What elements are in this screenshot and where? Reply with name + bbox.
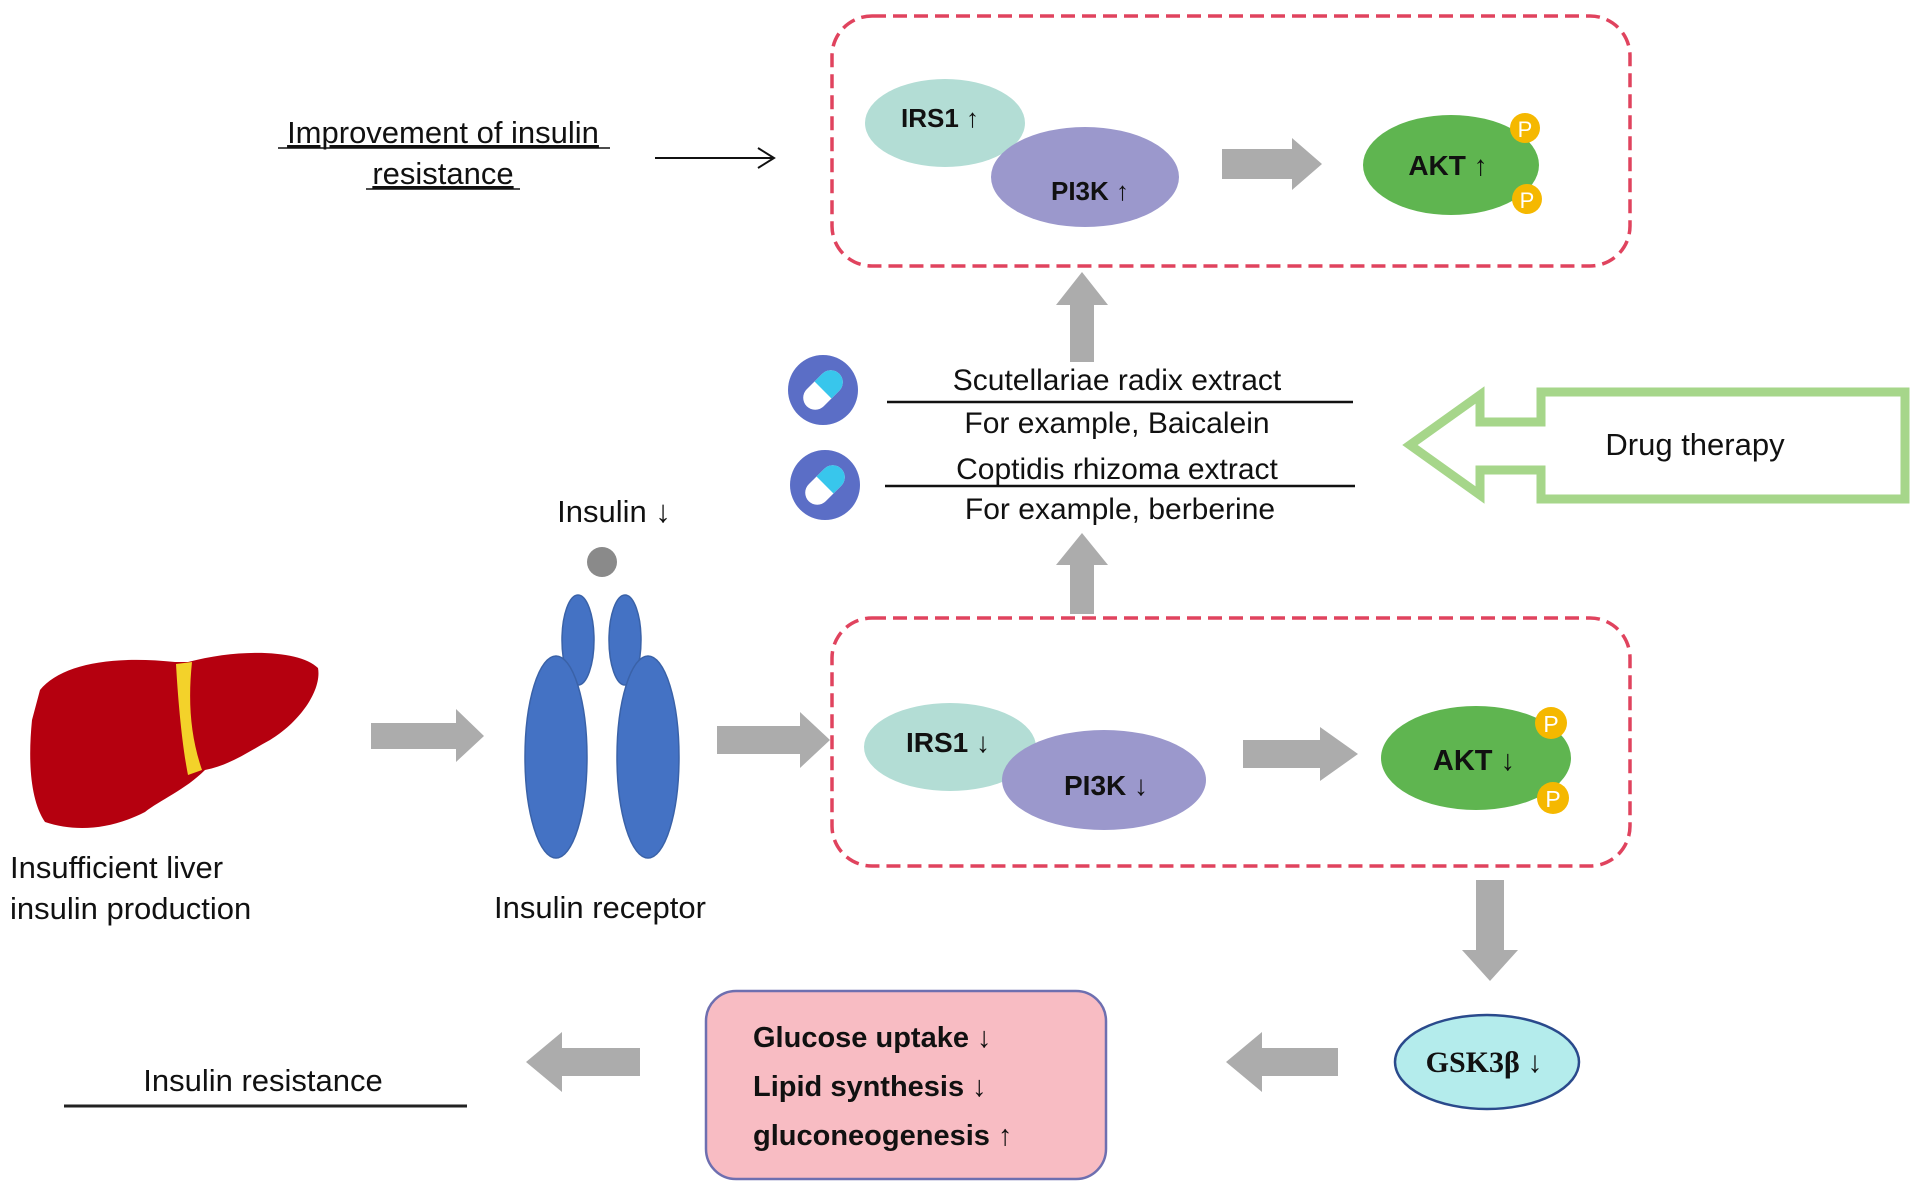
gray-arrow-right (717, 712, 830, 768)
pi3k-up-node (991, 127, 1179, 227)
gray-arrow-up-to-drugs (1056, 533, 1108, 614)
outcome-label: Insulin resistance (143, 1063, 383, 1098)
drug-example-2: For example, berberine (965, 493, 1275, 526)
insulin-label: Insulin ↓ (557, 494, 671, 529)
gray-arrow-right (371, 709, 484, 762)
improvement-label: Improvement of insulin resistance (278, 115, 610, 191)
svg-text:P: P (1545, 786, 1560, 812)
pi3k-down-label: PI3K ↓ (1064, 770, 1148, 801)
impaired-pathway-box: IRS1 ↓ PI3K ↓ AKT ↓ P P (830, 616, 1632, 868)
thin-arrow-right (655, 147, 776, 169)
akt-up-node (1363, 115, 1539, 215)
pi3k-up-label: PI3K ↑ (1051, 176, 1129, 206)
effect-item: Lipid synthesis ↓ (753, 1071, 987, 1103)
drug-item: Coptidis rhizoma extract For example, be… (790, 450, 1355, 526)
phospho-badge: P (1537, 782, 1569, 814)
gsk3b-label: GSK3β ↓ (1426, 1046, 1543, 1079)
gray-arrow-left (526, 1032, 640, 1092)
hollow-arrow-left-icon (1402, 386, 1910, 504)
phospho-badge: P (1535, 707, 1567, 739)
akt-up-label: AKT ↑ (1408, 150, 1487, 181)
irs1-down-label: IRS1 ↓ (906, 727, 990, 758)
drug-example-1: For example, Baicalein (964, 407, 1269, 440)
insulin-receptor-icon (524, 594, 680, 859)
svg-text:P: P (1543, 711, 1558, 737)
phospho-badge: P (1512, 184, 1542, 214)
irs1-up-node (865, 79, 1025, 167)
gray-arrow-left (1226, 1032, 1338, 1092)
metabolic-effects-box: Glucose uptake ↓ Lipid synthesis ↓ gluco… (704, 989, 1108, 1181)
akt-down-node (1381, 706, 1571, 810)
gray-arrow-down (1462, 880, 1518, 981)
gray-arrow-right-bottom (1243, 727, 1358, 781)
liver-icon (30, 652, 319, 828)
liver-label-line1: Insufficient liver (10, 850, 223, 885)
drug-name-1: Scutellariae radix extract (953, 364, 1282, 397)
receptor-label: Insulin receptor (494, 890, 706, 925)
improvement-label-line2: resistance (372, 156, 513, 191)
drug-therapy-callout: Drug therapy (1402, 386, 1910, 504)
improvement-label-line1: Improvement of insulin (287, 115, 599, 150)
svg-text:P: P (1518, 117, 1533, 142)
drug-name-2: Coptidis rhizoma extract (956, 453, 1278, 486)
drug-therapy-label: Drug therapy (1605, 427, 1785, 462)
irs1-up-label: IRS1 ↑ (901, 103, 979, 133)
liver-label-line2: insulin production (10, 891, 251, 926)
capsule-icon (790, 450, 860, 520)
irs1-down-node (864, 703, 1036, 791)
gray-arrow-up-to-improved (1056, 272, 1108, 362)
improved-pathway-box: IRS1 ↑ PI3K ↑ AKT ↑ P P (830, 14, 1632, 268)
gsk3b-node: GSK3β ↓ (1393, 1013, 1581, 1111)
gray-arrow-right-top (1222, 138, 1322, 190)
effect-item: gluconeogenesis ↑ (753, 1120, 1012, 1152)
phospho-badge: P (1510, 113, 1540, 143)
insulin-molecule-icon (587, 547, 617, 577)
pi3k-down-node (1002, 730, 1206, 830)
akt-down-label: AKT ↓ (1433, 745, 1515, 777)
capsule-icon (788, 355, 858, 425)
effect-item: Glucose uptake ↓ (753, 1022, 992, 1054)
svg-text:P: P (1520, 188, 1535, 213)
drug-item: Scutellariae radix extract For example, … (788, 355, 1353, 440)
